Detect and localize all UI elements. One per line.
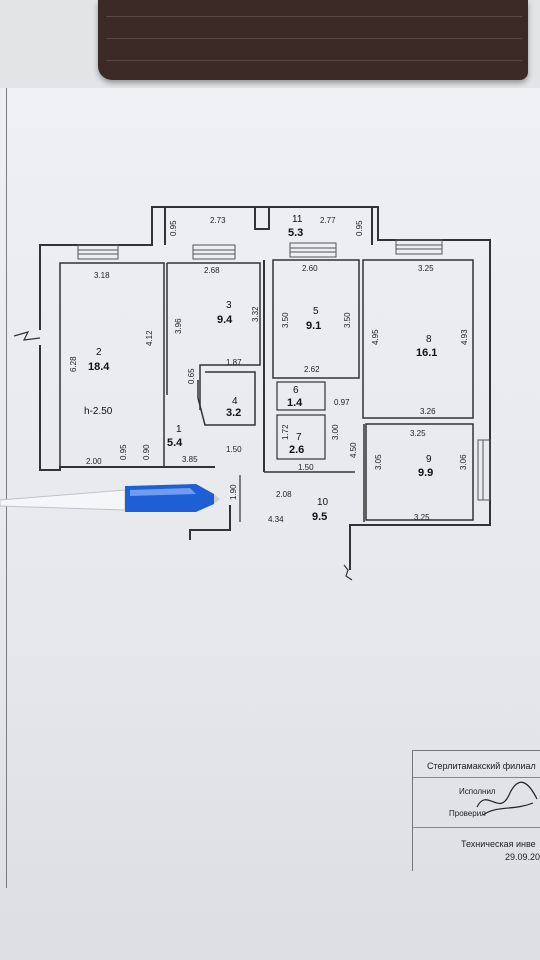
room-9-area: 9.9 xyxy=(418,467,433,479)
dim-label: 3.50 xyxy=(281,312,290,328)
room-2-number: 2 xyxy=(96,347,102,358)
dim-label: 2.62 xyxy=(304,365,320,374)
ceiling-height-note: h-2.50 xyxy=(84,406,113,417)
dim-label: 0.65 xyxy=(187,368,196,384)
room-6-area: 1.4 xyxy=(287,397,303,409)
dim-label: 4.12 xyxy=(145,330,154,346)
room-5-number: 5 xyxy=(313,306,319,317)
room-6-number: 6 xyxy=(293,385,299,396)
stamp-checked-by: Проверил xyxy=(449,809,486,818)
dim-label: 3.85 xyxy=(182,455,198,464)
dim-label: 2.68 xyxy=(204,266,220,275)
room-9-number: 9 xyxy=(426,454,432,465)
dim-label: 1.50 xyxy=(226,445,242,454)
dim-label: 3.26 xyxy=(420,407,436,416)
dim-label: 2.60 xyxy=(302,264,318,273)
dim-label: 4.95 xyxy=(371,329,380,345)
room-5-area: 9.1 xyxy=(306,320,321,332)
dim-label: 0.95 xyxy=(355,220,364,236)
dim-label: 3.96 xyxy=(174,318,183,334)
dim-label: 4.50 xyxy=(349,442,358,458)
leather-case xyxy=(98,0,528,80)
dim-label: 3.25 xyxy=(410,429,426,438)
room-2-area: 18.4 xyxy=(88,361,110,373)
dim-label: 3.05 xyxy=(374,454,383,470)
room-8-area: 16.1 xyxy=(416,347,437,359)
room-8-number: 8 xyxy=(426,334,432,345)
dim-label: 2.73 xyxy=(210,216,226,225)
room-11-number: 11 xyxy=(292,214,303,225)
stamp-performed-by: Исполнил xyxy=(459,787,496,796)
title-block: Стерлитамакский филиал Исполнил Проверил… xyxy=(412,750,540,871)
room-7-area: 2.6 xyxy=(289,444,304,456)
dim-label: 4.93 xyxy=(460,329,469,345)
dim-label: 2.00 xyxy=(86,457,102,466)
dim-label: 1.90 xyxy=(229,484,238,500)
dim-label: 0.95 xyxy=(169,220,178,236)
dim-label: 1.87 xyxy=(226,358,242,367)
dim-label: 0.97 xyxy=(334,398,350,407)
room-4-number: 4 xyxy=(232,396,238,407)
room-11-area: 5.3 xyxy=(288,227,303,239)
dim-label: 0.90 xyxy=(142,444,151,460)
ballpoint-pen xyxy=(0,484,220,512)
room-3-area: 9.4 xyxy=(217,314,233,326)
dim-label: 6.28 xyxy=(69,356,78,372)
dim-label: 3.25 xyxy=(418,264,434,273)
dim-label: 3.50 xyxy=(343,312,352,328)
dim-label: 1.50 xyxy=(298,463,314,472)
dim-label: 1.72 xyxy=(281,424,290,440)
dim-label: 2.77 xyxy=(320,216,336,225)
dim-label: 0.95 xyxy=(119,444,128,460)
dim-label: 2.08 xyxy=(276,490,292,499)
room-4-area: 3.2 xyxy=(226,407,241,419)
dim-label: 3.00 xyxy=(331,424,340,440)
dim-label: 3.25 xyxy=(414,513,430,522)
room-1-area: 5.4 xyxy=(167,437,183,449)
stamp-date: 29.09.20 xyxy=(505,852,540,862)
dim-label: 3.18 xyxy=(94,271,110,280)
dim-label: 3.32 xyxy=(251,306,260,322)
signature-scribble xyxy=(476,781,538,816)
stamp-org: Стерлитамакский филиал xyxy=(427,761,536,771)
room-10-number: 10 xyxy=(317,497,329,508)
room-1-number: 1 xyxy=(176,424,182,435)
room-3-number: 3 xyxy=(226,300,232,311)
room-10-area: 9.5 xyxy=(312,511,327,523)
dim-label: 4.34 xyxy=(268,515,284,524)
stamp-doc-title: Техническая инве xyxy=(461,839,536,849)
dim-label: 3.06 xyxy=(459,454,468,470)
room-7-number: 7 xyxy=(296,432,302,443)
